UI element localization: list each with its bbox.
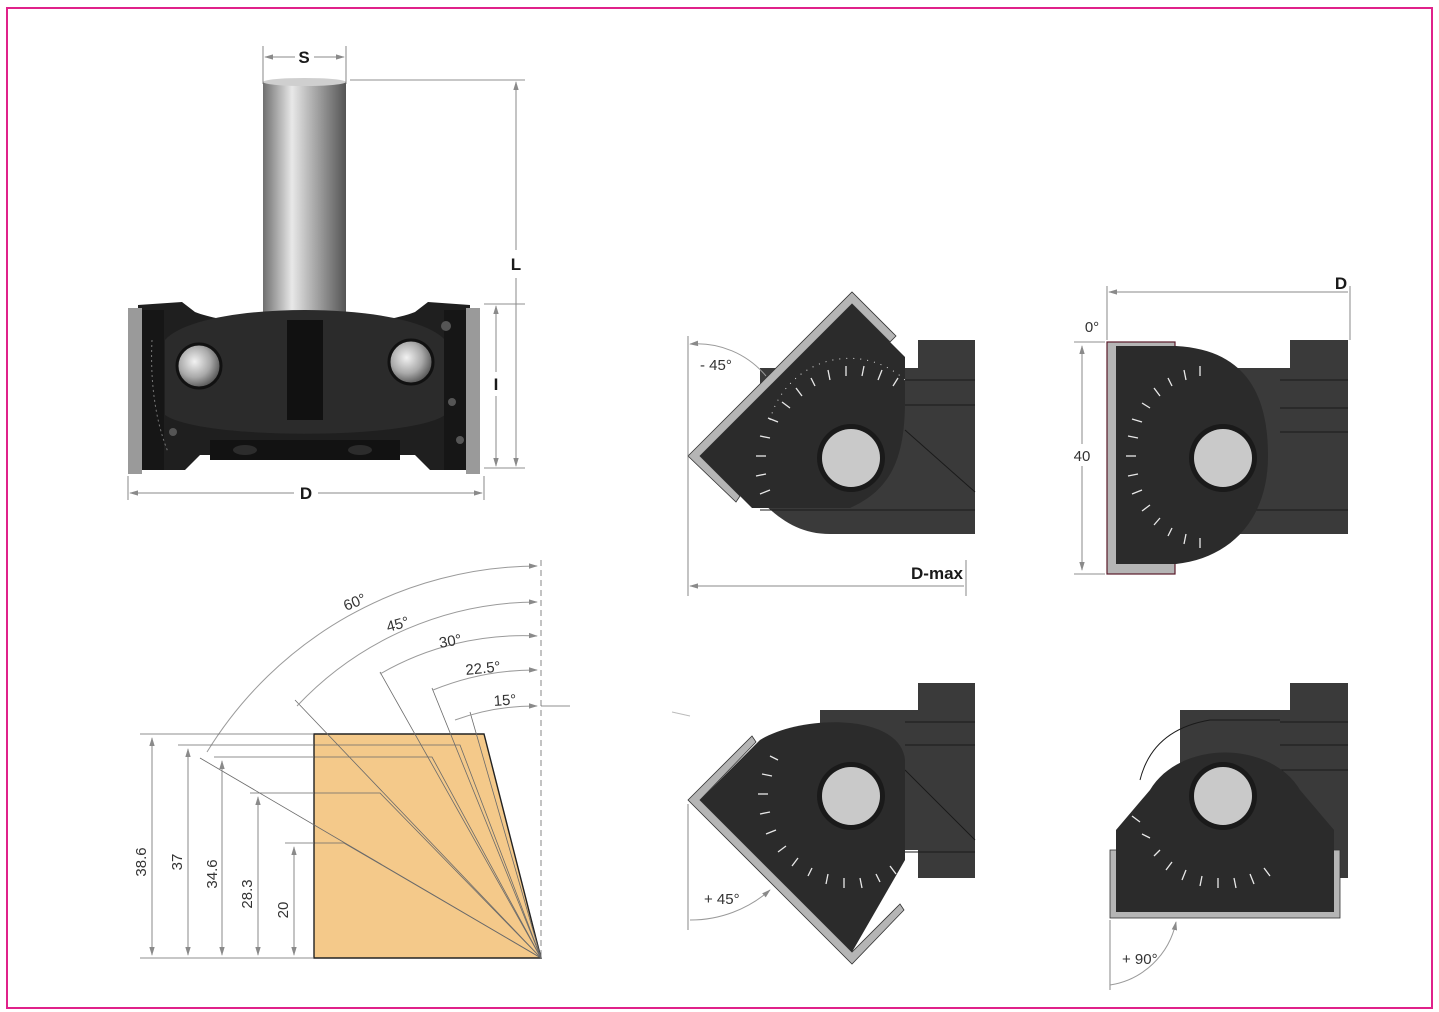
- shank: [263, 82, 346, 322]
- cutter-illustration: [128, 78, 480, 474]
- label-d: D: [300, 484, 312, 503]
- angle-30: 30°: [438, 631, 463, 652]
- label-d-detail: D: [1335, 274, 1347, 293]
- cutter-dimensions: S L I D: [127, 46, 525, 503]
- angle-60: 60°: [341, 590, 368, 614]
- angle-22-5: 22.5°: [465, 658, 502, 679]
- label-l: L: [511, 255, 521, 274]
- bore-minus-45: [822, 429, 880, 487]
- bore-plus-90: [1194, 767, 1252, 825]
- angle-0: 0°: [1085, 319, 1099, 336]
- angle-minus-45: - 45°: [700, 357, 732, 374]
- height-28-3: 28.3: [239, 879, 256, 908]
- bevel-profile: 60° 45° 30° 22.5° 15° 38.6 37 34.6 28.3 …: [132, 560, 570, 959]
- shank-top: [263, 78, 346, 86]
- right-blade: [466, 308, 480, 474]
- detail-0: D 40 0°: [1070, 274, 1351, 575]
- label-dmax: D-max: [911, 564, 964, 583]
- height-38-6: 38.6: [133, 847, 150, 876]
- height-37: 37: [169, 854, 186, 871]
- left-pin: [177, 344, 221, 388]
- detail-plus-90: + 90°: [1109, 683, 1348, 990]
- label-s: S: [298, 48, 309, 67]
- wood-block: [314, 734, 541, 958]
- page-frame: [6, 7, 1433, 1009]
- angle-15: 15°: [493, 691, 517, 710]
- left-blade: [128, 308, 142, 474]
- angle-plus-45: + 45°: [704, 891, 740, 908]
- height-40: 40: [1074, 448, 1091, 465]
- angle-plus-90: + 90°: [1122, 951, 1158, 968]
- hub-neck: [287, 320, 323, 420]
- right-pin: [389, 340, 433, 384]
- label-i: I: [494, 375, 499, 394]
- bottom-plate: [210, 440, 400, 460]
- height-34-6: 34.6: [204, 859, 221, 888]
- detail-plus-45: + 45°: [671, 683, 976, 965]
- angle-45: 45°: [385, 614, 411, 636]
- height-20: 20: [275, 902, 292, 919]
- bore-0: [1194, 429, 1252, 487]
- head-plus-90: [1116, 752, 1334, 912]
- detail-minus-45: D-max - 45°: [687, 291, 976, 596]
- bore-plus-45: [822, 767, 880, 825]
